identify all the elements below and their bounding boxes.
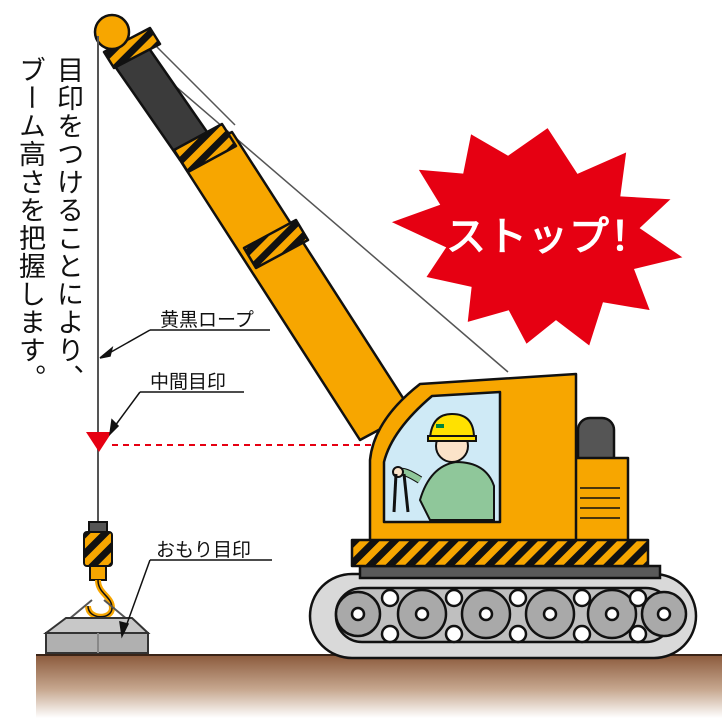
stop-text: ストップ！ [446,214,651,260]
explanation-line-2: ブーム高さを把握します。 [14,56,45,392]
middle-mark-label: 中間目印 [150,371,227,393]
crawler-track [308,564,698,660]
operator [392,412,495,521]
rope-label: 黄黒ロープ [160,309,254,331]
crane-boom [93,13,414,442]
middle-marker [86,432,440,452]
ground [36,654,722,718]
weight-mark-label: おもり目印 [156,539,252,561]
weight-block [43,617,151,654]
stop-starburst [384,123,690,351]
hook-icon [55,521,141,631]
label-leaders [99,329,272,639]
explanation-line-1: 目印をつけることにより、 [52,56,83,392]
